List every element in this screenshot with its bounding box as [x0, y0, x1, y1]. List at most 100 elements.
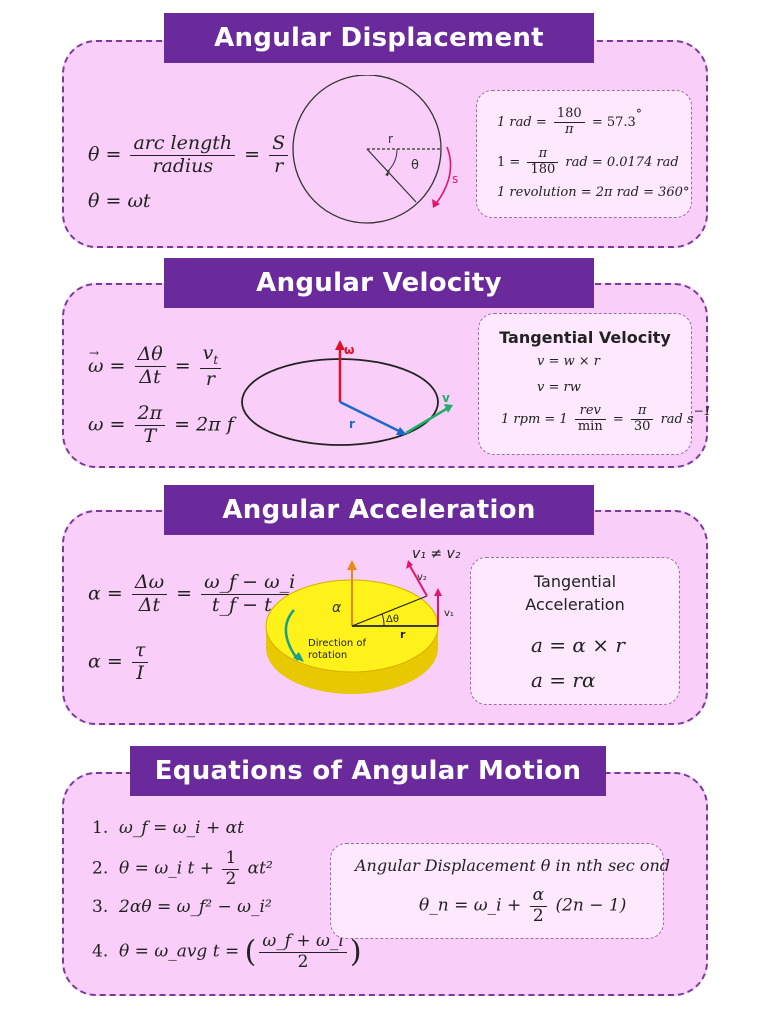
eq1-text: ω_f = ω_i + αt: [119, 818, 244, 838]
s-text: s: [452, 172, 458, 186]
nth-num: α: [529, 885, 548, 907]
direction-text-2: rotation: [308, 650, 347, 661]
nth-rhs: (2n − 1): [555, 895, 627, 916]
conv2-lhs: 1 =: [497, 154, 521, 170]
inverse-sup: −1: [693, 404, 712, 418]
dtheta-label: Δθ: [134, 344, 166, 368]
eq2-num: 1: [222, 848, 240, 870]
tangential-velocity-vector: [405, 406, 449, 435]
tangential-acc-title-2: Acceleration: [525, 595, 625, 614]
displacement-circle-diagram: r θ s: [292, 75, 458, 224]
theta-text: θ: [411, 158, 419, 173]
arc-over-radius: arc length radius: [130, 132, 236, 178]
eq4-num: ω_f + ω_i: [259, 931, 347, 953]
tangential-arrowhead: [444, 404, 453, 413]
alpha-lhs: α =: [88, 582, 123, 605]
conv1-den: π: [565, 122, 574, 137]
angular-displacement-title-text: Angular Displacement: [214, 23, 544, 53]
eq1-number: 1.: [92, 818, 109, 838]
displacement-formula: θ = arc length radius = S r: [88, 132, 291, 178]
v2-vector: [409, 565, 428, 597]
pi-label: π: [630, 403, 654, 420]
v2-text: v₂: [417, 572, 427, 583]
radius-vector: [339, 400, 402, 434]
equations-title-text: Equations of Angular Motion: [154, 756, 582, 786]
eq3-text: 2αθ = ω_f² − ω_i²: [119, 897, 272, 917]
dt-label: Δt: [139, 366, 161, 389]
ta-line-1-text: a = α × r: [531, 633, 625, 657]
angular-acceleration-title-text: Angular Acceleration: [222, 495, 536, 525]
v2-arrowhead: [406, 560, 413, 569]
dtheta-text: Δθ: [386, 614, 399, 625]
nth-second-title: Angular Displacement θ in nth sec ond: [355, 856, 670, 875]
domega-label: Δω: [131, 571, 168, 595]
v1-text: v₁: [444, 608, 454, 619]
ta-line-2: a = rα: [531, 668, 595, 692]
t-diff-label: t_f − t_i: [211, 593, 288, 616]
omega-text: ω: [344, 343, 354, 357]
r-acc-text: r: [400, 628, 406, 641]
v1-arrowhead: [434, 588, 442, 596]
circle-shape: [292, 75, 442, 224]
r-text: r: [388, 132, 393, 146]
arc-length-label: arc length: [130, 132, 236, 156]
dt-acc-label: Δt: [138, 593, 161, 616]
eq4-den: 2: [297, 951, 309, 972]
conv3-text: 1 revolution = 2π rad = 360°: [497, 185, 690, 200]
theta-arrowhead: [385, 170, 390, 176]
eq2-number: 2.: [92, 858, 109, 879]
nth-second-title-text: Angular Displacement θ in nth sec ond: [355, 856, 670, 875]
conv1-num: 180: [553, 106, 585, 123]
min-label: min: [577, 419, 603, 434]
eq2-text-pre: θ = ω_i t +: [119, 858, 215, 879]
omega-vector: ω→: [88, 345, 104, 377]
conversion-3: 1 revolution = 2π rad = 360°: [497, 185, 689, 200]
tau-label: τ: [131, 639, 149, 663]
theta-arc: [386, 148, 398, 173]
nth-den: 2: [532, 905, 544, 926]
two-pi-f: = 2π f: [174, 413, 234, 436]
r-vector-text: r: [349, 417, 355, 431]
conv1-degree: °: [635, 107, 642, 121]
tv-line-1: v = w × r: [537, 354, 600, 369]
thirty-label: 30: [633, 419, 651, 434]
vt-label: v: [202, 342, 214, 364]
angular-velocity-title: Angular Velocity: [164, 258, 594, 308]
alpha-text: α: [332, 600, 342, 616]
r-label: r: [274, 154, 284, 177]
eq4-text-pre: θ = ω_avg t =: [119, 941, 240, 962]
conv2-rhs: rad = 0.0174 rad: [565, 154, 679, 170]
s-arrowhead: [432, 199, 440, 208]
nth-second-box: Angular Displacement θ in nth sec ond θ_…: [330, 843, 670, 939]
rotating-disk-diagram: α Δθ r v₁ v₂ v₁ ≠ v₂ Direction of rotati…: [265, 546, 461, 694]
radius-line-solid: [366, 148, 417, 203]
omega-diff-label: ω_f − ω_i: [201, 571, 299, 595]
v-inequality-text: v₁ ≠ v₂: [412, 546, 461, 562]
radius-line-acc-2: [351, 595, 428, 627]
s-arrow: [434, 146, 452, 206]
s-over-r: S r: [269, 132, 289, 178]
theta-omega-t: θ = ωt: [88, 190, 151, 212]
radius-label: radius: [152, 154, 214, 177]
inertia-label: I: [136, 661, 144, 684]
omega-eq-lhs: ω =: [88, 413, 126, 436]
s-label: S: [269, 132, 289, 156]
